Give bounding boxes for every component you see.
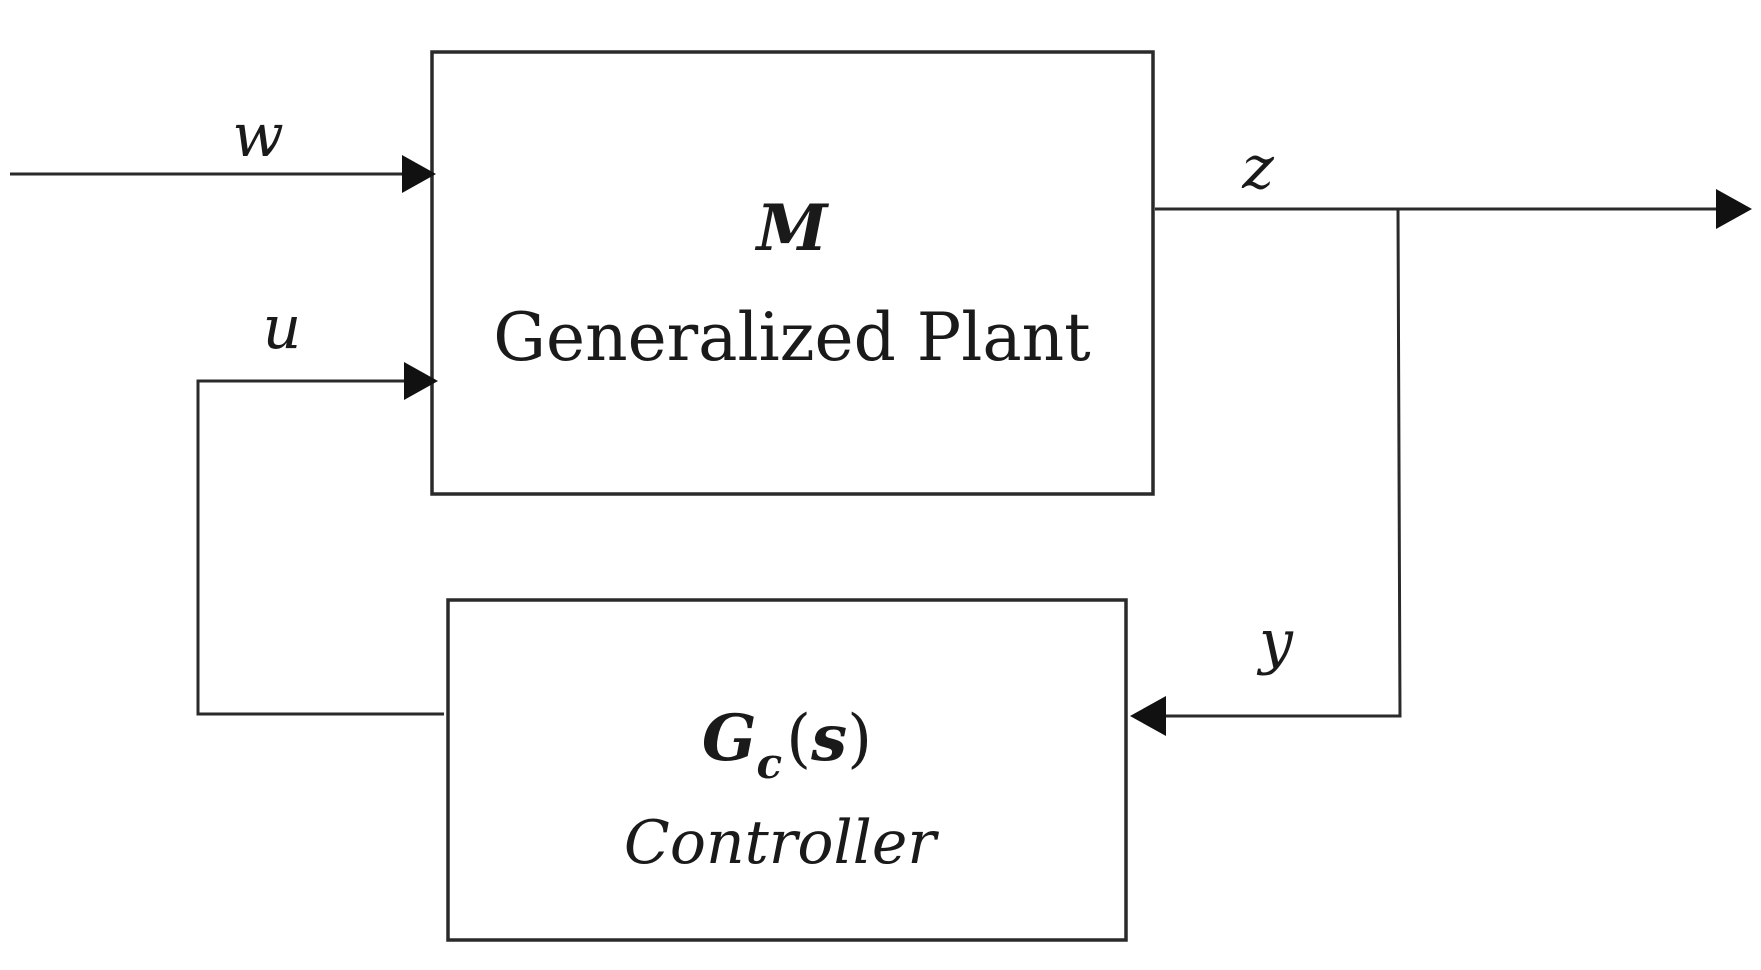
signal-u-arrowhead [404, 362, 438, 400]
signal-y-wire [1160, 208, 1402, 718]
controller-block-frame [446, 598, 1128, 942]
controller-symbol-main: G [702, 701, 757, 776]
controller-argument: s [810, 701, 847, 776]
signal-u: u [196, 293, 444, 716]
plant-block-frame [430, 50, 1155, 496]
controller-block: Gc(s) Controller [446, 598, 1128, 942]
controller-paren-open: ( [786, 702, 811, 776]
signal-u-wire [196, 379, 444, 716]
signal-w-arrowhead [402, 155, 436, 193]
signal-y-arrowhead [1130, 696, 1166, 736]
signal-z: z [1155, 133, 1752, 229]
controller-paren-close: ) [847, 702, 872, 776]
controller-name: Controller [624, 808, 939, 878]
plant-block: M Generalized Plant [430, 50, 1155, 496]
controller-symbol: Gc(s) [702, 701, 872, 788]
plant-name: Generalized Plant [493, 299, 1090, 376]
signal-w: w [10, 101, 436, 193]
signal-w-label: w [232, 101, 283, 171]
signal-y-label: y [1256, 607, 1294, 677]
signal-z-label: z [1241, 133, 1274, 203]
signal-z-arrowhead [1716, 189, 1752, 229]
plant-symbol: M [755, 191, 830, 266]
controller-symbol-subscript: c [757, 739, 783, 788]
signal-y: y [1130, 208, 1402, 736]
signal-u-label: u [263, 293, 302, 363]
